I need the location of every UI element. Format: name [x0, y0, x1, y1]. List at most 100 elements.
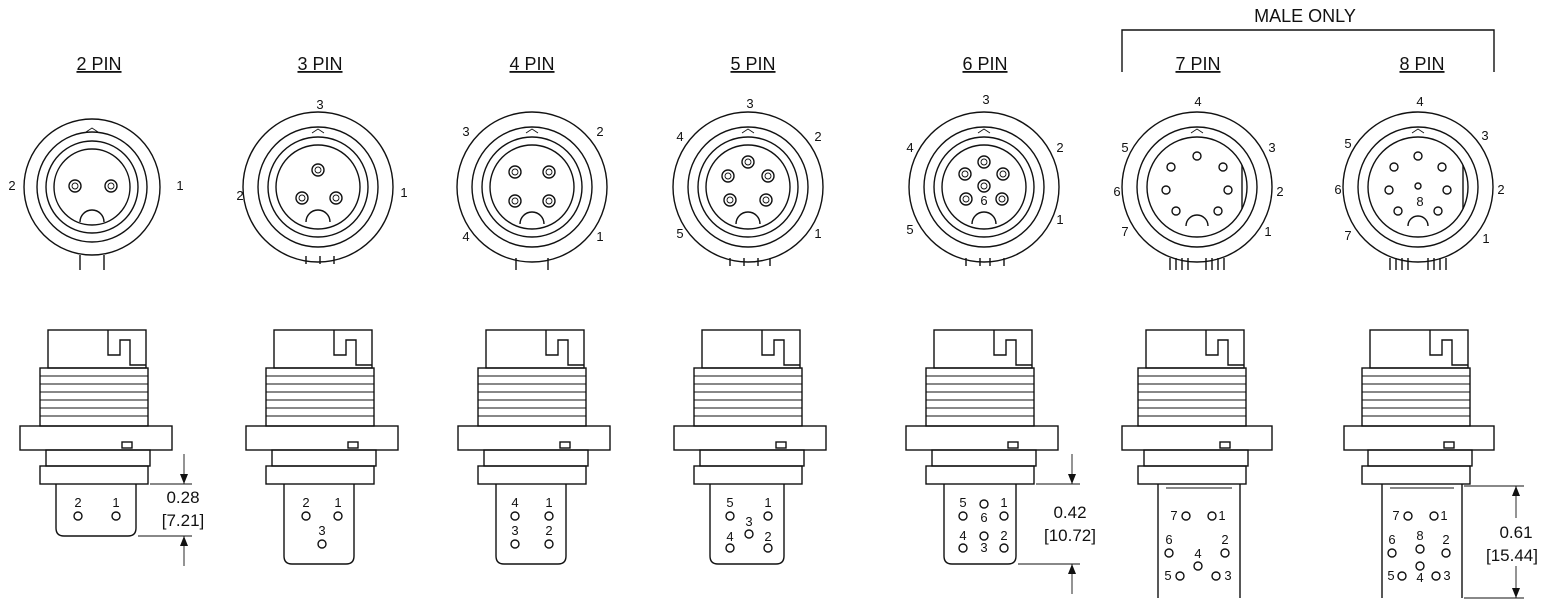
dimension-0-28: 0.28 [7.21] — [138, 454, 204, 566]
tail-pin-3: 3 — [980, 540, 987, 555]
male-only-bracket: MALE ONLY — [1121, 6, 1495, 72]
tail-pin-5: 5 — [1164, 568, 1171, 583]
face-pin-2: 2 — [8, 178, 15, 193]
tail-pin-3: 3 — [1443, 568, 1450, 583]
male-only-label: MALE ONLY — [1254, 6, 1356, 26]
dim-mm: [7.21] — [162, 511, 205, 530]
connector-8-pin: 8 PIN 4 5 3 6 2 7 1 8 — [1334, 54, 1538, 599]
face-pin-5: 5 — [1344, 136, 1351, 151]
side-view-8-pin — [1343, 329, 1495, 598]
tail-pin-4: 4 — [1416, 570, 1423, 585]
side-view-2-pin — [19, 329, 173, 537]
front-view-8-pin — [1342, 111, 1494, 270]
tail-pin-5: 5 — [726, 495, 733, 510]
face-pin-3: 3 — [1268, 140, 1275, 155]
side-view-5-pin — [673, 329, 827, 565]
face-pin-1: 1 — [814, 226, 821, 241]
side-view-7-pin — [1121, 329, 1273, 598]
tail-pin-1: 1 — [545, 495, 552, 510]
title-3-pin: 3 PIN — [297, 54, 342, 74]
face-pin-1: 1 — [1264, 224, 1271, 239]
connector-5-pin: 5 PIN 3 4 2 5 1 — [672, 54, 827, 565]
face-pin-1: 1 — [1056, 212, 1063, 227]
connector-6-pin: 6 PIN 3 4 2 5 1 6 — [905, 54, 1096, 594]
tail-pin-4: 4 — [959, 528, 966, 543]
face-pin-3: 3 — [746, 96, 753, 111]
face-pin-2: 2 — [1056, 140, 1063, 155]
dim-inch: 0.42 — [1053, 503, 1086, 522]
face-pin-3: 3 — [462, 124, 469, 139]
front-view-3-pin — [242, 111, 394, 264]
tail-pin-3: 3 — [511, 523, 518, 538]
tail-pin-1: 1 — [764, 495, 771, 510]
front-view-2-pin — [23, 118, 161, 270]
face-pin-6: 6 — [980, 193, 987, 208]
tail-pin-4: 4 — [726, 529, 733, 544]
face-pin-5: 5 — [1121, 140, 1128, 155]
tail-pin-2: 2 — [1221, 532, 1228, 547]
face-pin-2: 2 — [1497, 182, 1504, 197]
tail-pin-2: 2 — [545, 523, 552, 538]
side-view-4-pin — [457, 329, 611, 565]
tail-pin-2: 2 — [764, 529, 771, 544]
side-view-3-pin — [245, 329, 399, 565]
face-pin-4: 4 — [676, 129, 683, 144]
face-pin-4: 4 — [906, 140, 913, 155]
tail-pin-2: 2 — [1000, 528, 1007, 543]
tail-pin-1: 1 — [1440, 508, 1447, 523]
tail-pin-6: 6 — [1165, 532, 1172, 547]
dim-inch: 0.28 — [166, 488, 199, 507]
tail-pin-3: 3 — [745, 514, 752, 529]
connector-4-pin: 4 PIN 3 2 4 1 — [456, 54, 611, 565]
tail-pin-2: 2 — [74, 495, 81, 510]
tail-pin-7: 7 — [1170, 508, 1177, 523]
tail-pin-6: 6 — [980, 510, 987, 525]
dim-mm: [10.72] — [1044, 526, 1096, 545]
front-view-7-pin — [1121, 111, 1273, 270]
face-pin-5: 5 — [676, 226, 683, 241]
face-pin-3: 3 — [982, 92, 989, 107]
face-pin-4: 4 — [1194, 94, 1201, 109]
face-pin-7: 7 — [1344, 228, 1351, 243]
face-pin-6: 6 — [1334, 182, 1341, 197]
face-pin-3: 3 — [1481, 128, 1488, 143]
face-pin-2: 2 — [596, 124, 603, 139]
front-view-6-pin — [908, 111, 1060, 266]
dim-inch: 0.61 — [1499, 523, 1532, 542]
face-pin-3: 3 — [316, 97, 323, 112]
tail-pin-2: 2 — [302, 495, 309, 510]
tail-pin-2: 2 — [1442, 532, 1449, 547]
face-pin-1: 1 — [1482, 231, 1489, 246]
tail-pin-3: 3 — [1224, 568, 1231, 583]
tail-pin-3: 3 — [318, 523, 325, 538]
tail-pin-1: 1 — [1000, 495, 1007, 510]
tail-pin-1: 1 — [334, 495, 341, 510]
face-pin-7: 7 — [1121, 224, 1128, 239]
connector-3-pin: 3 PIN 3 2 1 2 1 — [236, 54, 408, 565]
face-pin-2: 2 — [814, 129, 821, 144]
tail-pin-5: 5 — [959, 495, 966, 510]
tail-pin-5: 5 — [1387, 568, 1394, 583]
face-pin-1: 1 — [176, 178, 183, 193]
tail-pin-6: 6 — [1388, 532, 1395, 547]
dimension-0-61: 0.61 [15.44] — [1464, 485, 1538, 599]
face-pin-8: 8 — [1416, 194, 1423, 209]
dimension-0-42: 0.42 [10.72] — [1018, 454, 1096, 594]
title-4-pin: 4 PIN — [509, 54, 554, 74]
title-2-pin: 2 PIN — [76, 54, 121, 74]
tail-pin-1: 1 — [112, 495, 119, 510]
face-pin-4: 4 — [462, 229, 469, 244]
tail-pin-1: 1 — [1218, 508, 1225, 523]
tail-pin-7: 7 — [1392, 508, 1399, 523]
face-pin-2: 2 — [236, 188, 243, 203]
front-view-4-pin — [456, 111, 608, 270]
face-pin-1: 1 — [400, 185, 407, 200]
connector-2-pin: 2 PIN 2 1 2 1 — [8, 54, 204, 566]
face-pin-6: 6 — [1113, 184, 1120, 199]
face-pin-4: 4 — [1416, 94, 1423, 109]
tail-pin-4: 4 — [511, 495, 518, 510]
side-view-6-pin — [905, 329, 1059, 565]
connector-7-pin: 7 PIN 4 5 3 6 2 7 1 — [1113, 54, 1284, 598]
title-6-pin: 6 PIN — [962, 54, 1007, 74]
